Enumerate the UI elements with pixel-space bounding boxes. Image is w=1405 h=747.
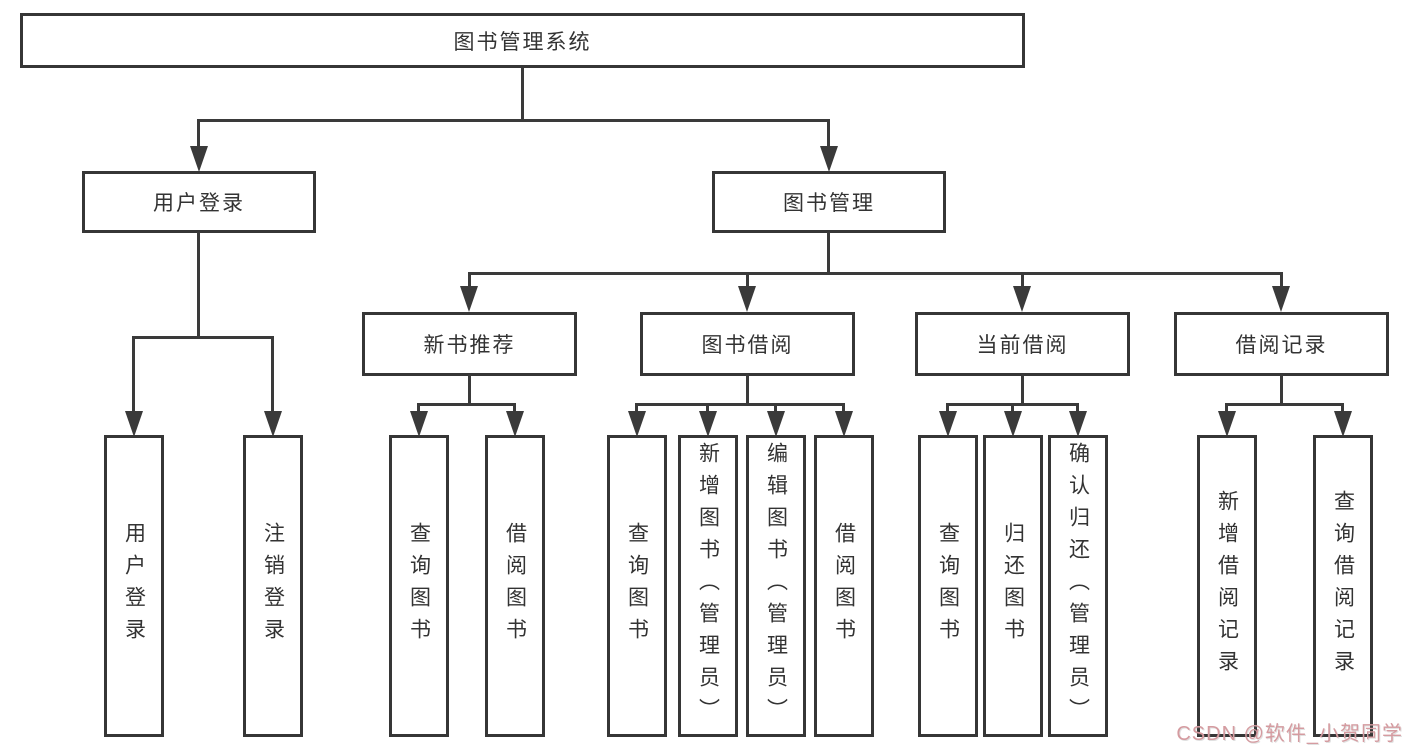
connector-drop-bb-leaf3 xyxy=(774,403,777,416)
arrowhead-bb-leaf4 xyxy=(835,411,853,437)
leaf-confirm-return-admin: 确认归还（管理员） xyxy=(1048,435,1108,737)
node-root: 图书管理系统 xyxy=(20,13,1025,68)
leaf-add-book-admin: 新增图书（管理员） xyxy=(678,435,738,737)
leaf-query-books-recommend-label: 查询图书 xyxy=(407,522,431,650)
leaf-logout: 注销登录 xyxy=(243,435,303,737)
connector-root-stem xyxy=(521,68,524,121)
leaf-query-books-borrow: 查询图书 xyxy=(607,435,667,737)
leaf-borrow-books-label: 借阅图书 xyxy=(832,522,856,650)
node-book-borrow-label: 图书借阅 xyxy=(701,334,794,357)
connector-drop-user-login xyxy=(197,119,200,152)
connector-book-management-stem xyxy=(827,232,830,274)
node-root-label: 图书管理系统 xyxy=(453,30,592,54)
connector-drop-bb-leaf1 xyxy=(635,403,638,416)
connector-drop-nb-leaf2 xyxy=(513,403,516,416)
connector-user-login-horizontal xyxy=(132,336,274,339)
connector-drop-leaf-logout xyxy=(271,336,274,416)
connector-new-book-stem xyxy=(468,374,471,405)
watermark-text: CSDN @软件_小贺同学 xyxy=(1176,723,1403,745)
arrowhead-book-management xyxy=(820,146,838,172)
leaf-query-books-recommend: 查询图书 xyxy=(389,435,449,737)
leaf-return-books: 归还图书 xyxy=(983,435,1043,737)
connector-drop-br-leaf2 xyxy=(1341,403,1344,416)
connector-drop-book-borrow xyxy=(746,272,749,294)
connector-book-borrow-horizontal xyxy=(635,403,845,406)
connector-drop-cb-leaf2 xyxy=(1011,403,1014,416)
leaf-borrow-books-recommend-label: 借阅图书 xyxy=(503,522,527,650)
connector-drop-borrow-records xyxy=(1280,272,1283,294)
leaf-user-login: 用户登录 xyxy=(104,435,164,737)
arrowhead-borrow-records xyxy=(1272,286,1290,312)
node-current-borrow: 当前借阅 xyxy=(915,312,1130,376)
connector-new-book-horizontal xyxy=(417,403,516,406)
connector-drop-br-leaf1 xyxy=(1225,403,1228,416)
leaf-query-borrow-record-label: 查询借阅记录 xyxy=(1331,490,1355,682)
connector-drop-book-management xyxy=(827,119,830,152)
leaf-query-books-borrow-label: 查询图书 xyxy=(625,522,649,650)
leaf-query-borrow-record: 查询借阅记录 xyxy=(1313,435,1373,737)
node-current-borrow-label: 当前借阅 xyxy=(976,334,1069,357)
leaf-edit-book-admin-label: 编辑图书（管理员） xyxy=(764,442,788,730)
leaf-add-borrow-record-label: 新增借阅记录 xyxy=(1215,490,1239,682)
leaf-edit-book-admin: 编辑图书（管理员） xyxy=(746,435,806,737)
arrowhead-cb-leaf1 xyxy=(939,411,957,437)
node-borrow-records-label: 借阅记录 xyxy=(1235,334,1328,357)
node-borrow-records: 借阅记录 xyxy=(1174,312,1389,376)
arrowhead-new-book xyxy=(460,286,478,312)
node-new-book-recommend-label: 新书推荐 xyxy=(423,334,516,357)
connector-drop-current-borrow xyxy=(1021,272,1024,294)
leaf-add-book-admin-label: 新增图书（管理员） xyxy=(696,442,720,730)
leaf-query-books-current: 查询图书 xyxy=(918,435,978,737)
leaf-borrow-books-recommend: 借阅图书 xyxy=(485,435,545,737)
arrowhead-book-borrow xyxy=(738,286,756,312)
connector-current-borrow-stem xyxy=(1021,374,1024,405)
arrowhead-nb-leaf1 xyxy=(410,411,428,437)
connector-book-borrow-stem xyxy=(746,374,749,405)
arrowhead-leaf-login xyxy=(125,411,143,437)
arrowhead-br-leaf1 xyxy=(1218,411,1236,437)
leaf-return-books-label: 归还图书 xyxy=(1001,522,1025,650)
connector-user-login-stem xyxy=(197,232,200,338)
leaf-confirm-return-admin-label: 确认归还（管理员） xyxy=(1066,442,1090,730)
arrowhead-leaf-logout xyxy=(264,411,282,437)
connector-drop-nb-leaf1 xyxy=(417,403,420,416)
connector-drop-cb-leaf3 xyxy=(1076,403,1079,416)
connector-drop-cb-leaf1 xyxy=(946,403,949,416)
arrowhead-bb-leaf3 xyxy=(767,411,785,437)
arrowhead-cb-leaf2 xyxy=(1004,411,1022,437)
connector-drop-bb-leaf4 xyxy=(842,403,845,416)
arrowhead-nb-leaf2 xyxy=(506,411,524,437)
node-book-borrow: 图书借阅 xyxy=(640,312,855,376)
arrowhead-cb-leaf3 xyxy=(1069,411,1087,437)
leaf-add-borrow-record: 新增借阅记录 xyxy=(1197,435,1257,737)
connector-drop-new-book xyxy=(468,272,471,294)
leaf-logout-label: 注销登录 xyxy=(261,522,285,650)
connector-drop-leaf-login xyxy=(132,336,135,416)
connector-level3-horizontal xyxy=(468,272,1283,275)
connector-borrow-records-horizontal xyxy=(1225,403,1344,406)
leaf-user-login-label: 用户登录 xyxy=(122,522,146,650)
node-book-management-label: 图书管理 xyxy=(783,192,875,215)
arrowhead-br-leaf2 xyxy=(1334,411,1352,437)
connector-level2-horizontal xyxy=(197,119,830,122)
node-user-login-label: 用户登录 xyxy=(153,192,245,215)
arrowhead-bb-leaf2 xyxy=(699,411,717,437)
node-user-login: 用户登录 xyxy=(82,171,316,233)
node-new-book-recommend: 新书推荐 xyxy=(362,312,577,376)
leaf-borrow-books: 借阅图书 xyxy=(814,435,874,737)
node-book-management: 图书管理 xyxy=(712,171,946,233)
connector-drop-bb-leaf2 xyxy=(706,403,709,416)
leaf-query-books-current-label: 查询图书 xyxy=(936,522,960,650)
connector-borrow-records-stem xyxy=(1280,374,1283,405)
arrowhead-current-borrow xyxy=(1013,286,1031,312)
arrowhead-user-login xyxy=(190,146,208,172)
arrowhead-bb-leaf1 xyxy=(628,411,646,437)
